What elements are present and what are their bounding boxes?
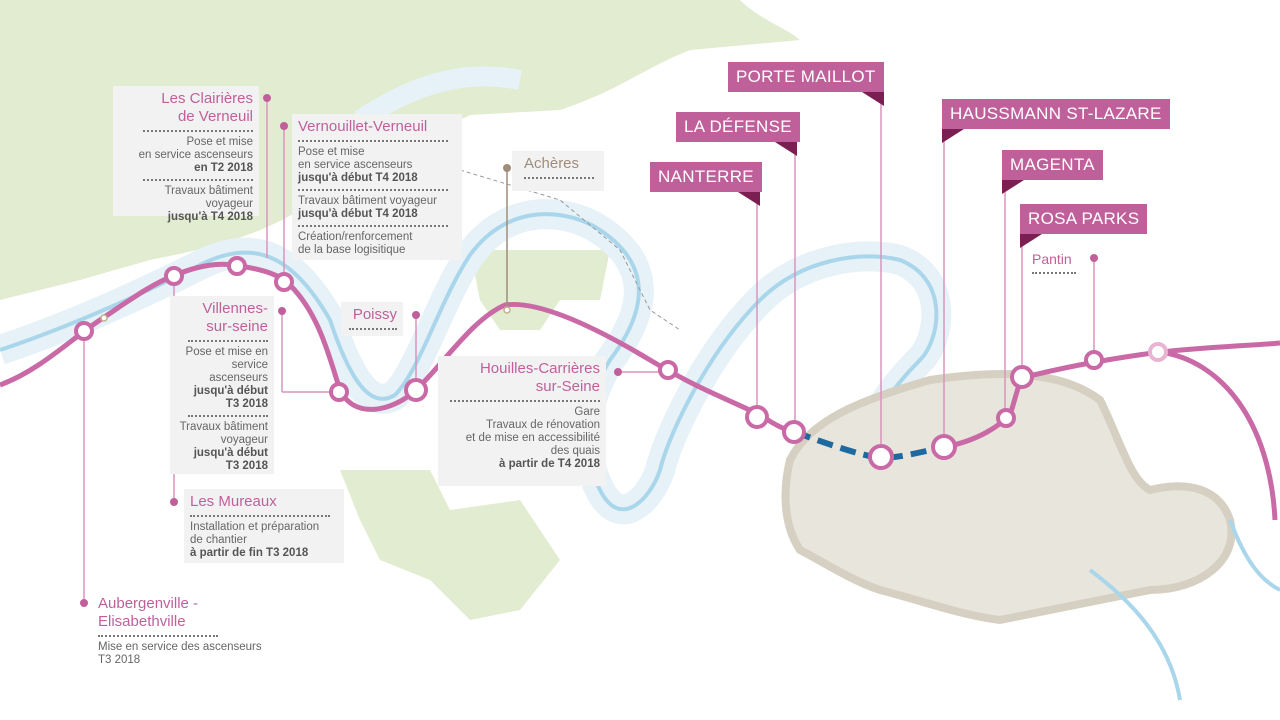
divider xyxy=(188,340,268,342)
divider xyxy=(190,515,330,517)
aubergenville-note-1: Mise en service des ascenseurs T3 2018 xyxy=(98,641,262,666)
annot-pantin: Pantin xyxy=(1026,246,1088,278)
divider xyxy=(98,635,218,637)
houilles-title: Houilles-Carrières sur-Seine xyxy=(479,360,600,395)
flag-porte-maillot xyxy=(862,92,884,106)
forest-center xyxy=(470,250,610,330)
poissy-title: Poissy xyxy=(352,306,397,323)
clairieres-title: Les Clairières de Verneuil xyxy=(161,90,253,125)
divider xyxy=(298,140,448,142)
flag-magenta xyxy=(1002,180,1024,194)
divider xyxy=(450,400,600,402)
label-rosa-parks: ROSA PARKS xyxy=(1020,204,1148,234)
annot-poissy: Poissy xyxy=(341,302,403,336)
divider xyxy=(298,189,448,191)
annot-houilles: Houilles-Carrières sur-Seine Gare Travau… xyxy=(438,356,606,486)
divider xyxy=(143,179,253,181)
river-loop-west xyxy=(354,66,522,129)
flag-haussmann xyxy=(942,129,964,143)
rer-e-line-branch xyxy=(1159,349,1278,521)
acheres-title: Achères xyxy=(524,155,580,172)
river-paris xyxy=(1088,519,1280,701)
annot-clairieres: Les Clairières de Verneuil Pose et mise … xyxy=(113,86,259,223)
divider xyxy=(349,328,397,330)
houilles-note-1: Gare Travaux de rénovation et de mise en… xyxy=(465,406,600,470)
vernouillet-title: Vernouillet-Verneuil xyxy=(298,118,428,135)
label-haussmann: HAUSSMANN ST-LAZARE xyxy=(942,99,1170,129)
divider xyxy=(298,225,448,227)
divider xyxy=(1032,272,1076,274)
label-nanterre: NANTERRE xyxy=(650,162,762,192)
boundary-dashed xyxy=(459,169,681,331)
flag-rosa-parks xyxy=(1020,234,1042,248)
vernouillet-note-3: Création/renforcement de la base logisit… xyxy=(298,231,413,256)
label-la-defense: LA DÉFENSE xyxy=(676,112,800,142)
villennes-title: Villennes- sur-seine xyxy=(202,300,268,335)
flag-nanterre xyxy=(738,192,760,206)
paris-area xyxy=(781,370,1236,625)
mureaux-title: Les Mureaux xyxy=(190,493,277,510)
divider xyxy=(524,177,594,179)
label-magenta: MAGENTA xyxy=(1002,150,1103,180)
aubergenville-title: Aubergenville - Elisabethville xyxy=(98,595,199,630)
pantin-title: Pantin xyxy=(1032,251,1072,267)
annot-vernouillet: Vernouillet-Verneuil Pose et mise en ser… xyxy=(292,114,462,260)
flag-la-defense xyxy=(775,142,797,156)
divider xyxy=(188,415,268,417)
annot-villennes: Villennes- sur-seine Pose et mise en ser… xyxy=(170,296,274,474)
annot-aubergenville: Aubergenville - Elisabethville Mise en s… xyxy=(92,591,282,671)
annot-mureaux: Les Mureaux Installation et préparation … xyxy=(184,489,344,563)
divider xyxy=(143,130,253,132)
extension-dashed xyxy=(793,429,946,462)
forest-south xyxy=(340,470,560,620)
annot-acheres: Achères xyxy=(512,151,604,191)
label-porte-maillot: PORTE MAILLOT xyxy=(728,62,884,92)
